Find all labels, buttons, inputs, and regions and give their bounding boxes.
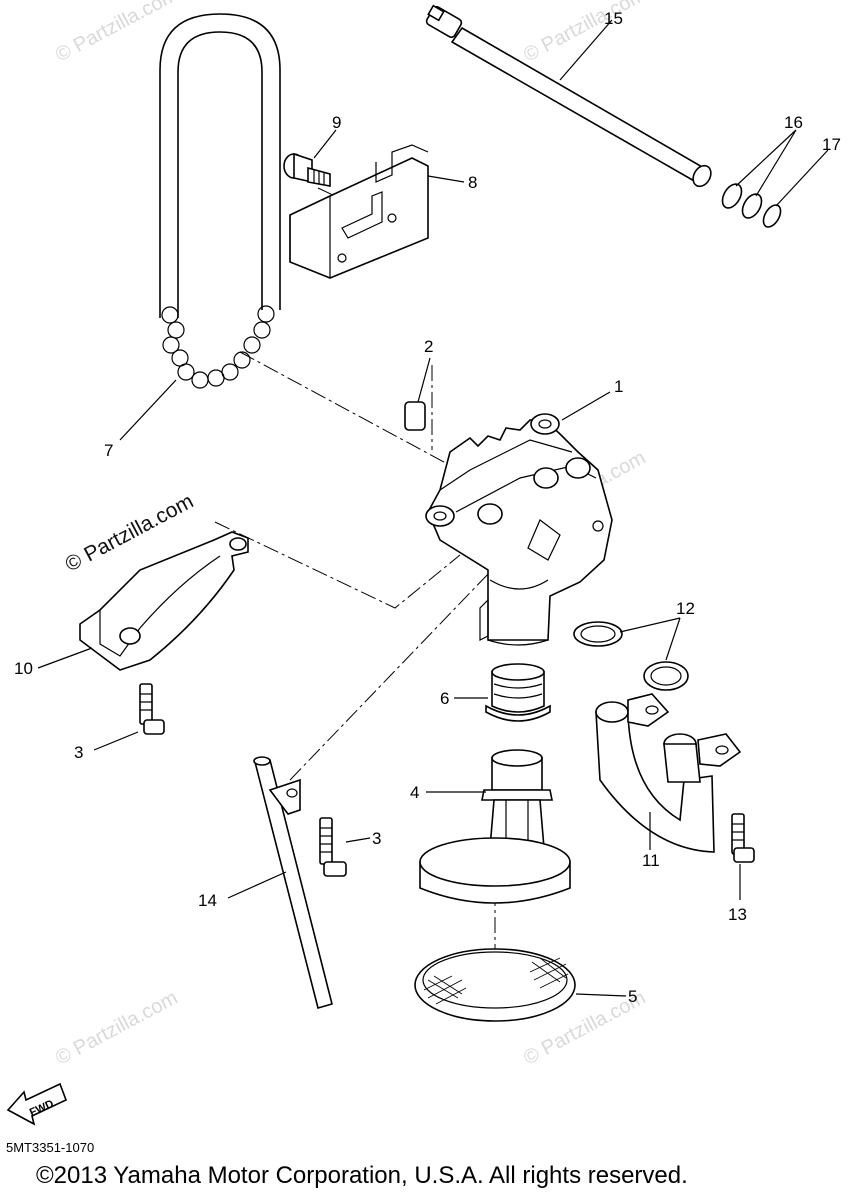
callout-4: 4 bbox=[410, 783, 419, 802]
oil-pipe-11 bbox=[595, 693, 742, 853]
callout-9: 9 bbox=[332, 113, 341, 132]
callout-10: 10 bbox=[14, 659, 33, 678]
diagram-code: 5MT3351-1070 bbox=[6, 1140, 95, 1155]
oil-pump-assembly-1 bbox=[425, 413, 613, 646]
leader-lines bbox=[37, 19, 829, 997]
oil-level-gauge-14 bbox=[253, 756, 333, 1009]
callout-numbers: 1 2 3 3 4 5 6 7 8 9 10 11 12 13 14 15 16… bbox=[14, 9, 841, 1006]
callout-7: 7 bbox=[104, 441, 113, 460]
oil-pump-chain-7 bbox=[159, 13, 281, 389]
pump-cover-10 bbox=[79, 531, 249, 671]
fwd-arrow-icon: FWD bbox=[6, 1082, 68, 1126]
callout-3: 3 bbox=[74, 743, 83, 762]
watermark: © Partzilla.com bbox=[520, 0, 649, 66]
callout-17: 17 bbox=[822, 135, 841, 154]
callout-15: 15 bbox=[604, 9, 623, 28]
callout-16: 16 bbox=[784, 113, 803, 132]
callout-14: 14 bbox=[198, 891, 217, 910]
dowel-pin-2 bbox=[404, 401, 426, 431]
callout-12: 12 bbox=[676, 599, 695, 618]
chain-guide-8 bbox=[289, 144, 429, 279]
watermark: © Partzilla.com bbox=[52, 0, 181, 66]
callout-5: 5 bbox=[628, 987, 637, 1006]
gaskets-12 bbox=[573, 621, 689, 691]
bolt-9 bbox=[283, 152, 331, 187]
callout-3: 3 bbox=[372, 829, 381, 848]
callout-13: 13 bbox=[728, 905, 747, 924]
oil-strainer-4 bbox=[419, 749, 571, 904]
strainer-screen-5 bbox=[414, 948, 576, 1022]
callout-8: 8 bbox=[468, 173, 477, 192]
bolt-13 bbox=[731, 813, 755, 863]
callout-2: 2 bbox=[424, 337, 433, 356]
bolt-3-left bbox=[139, 683, 165, 735]
bolt-3-right bbox=[319, 817, 347, 877]
o-rings-16-17 bbox=[721, 183, 782, 228]
watermark: © Partzilla.com bbox=[52, 987, 181, 1070]
collar-6 bbox=[485, 663, 551, 722]
callout-6: 6 bbox=[440, 689, 449, 708]
callout-1: 1 bbox=[614, 377, 623, 396]
callout-11: 11 bbox=[642, 851, 660, 870]
copyright-notice: ©2013 Yamaha Motor Corporation, U.S.A. A… bbox=[36, 1162, 688, 1189]
oil-pipe-15 bbox=[425, 4, 712, 188]
